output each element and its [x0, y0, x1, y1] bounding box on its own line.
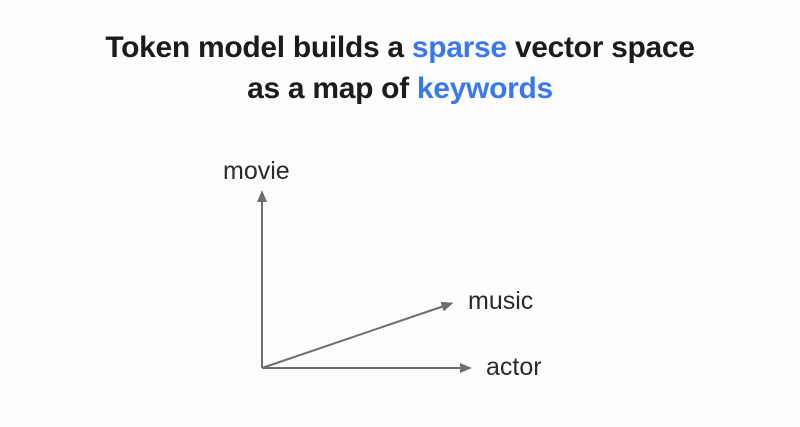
title-text-segment: Token model builds a [105, 31, 412, 64]
axis-label-music: music [468, 287, 534, 315]
title-text-segment: vector space [506, 31, 695, 64]
music-vector-arrow [261, 301, 454, 369]
axis-label-actor: actor [486, 353, 542, 381]
axis-label-movie: movie [223, 157, 290, 185]
title-line-2: as a map of keywords [0, 68, 800, 109]
title-accent-sparse: sparse [411, 31, 507, 64]
title-line-1: Token model builds a sparse vector space [0, 27, 800, 68]
title-text-segment: as a map of [247, 72, 417, 105]
page-title: Token model builds a sparse vector space… [0, 27, 800, 109]
title-accent-keywords: keywords [416, 72, 553, 105]
